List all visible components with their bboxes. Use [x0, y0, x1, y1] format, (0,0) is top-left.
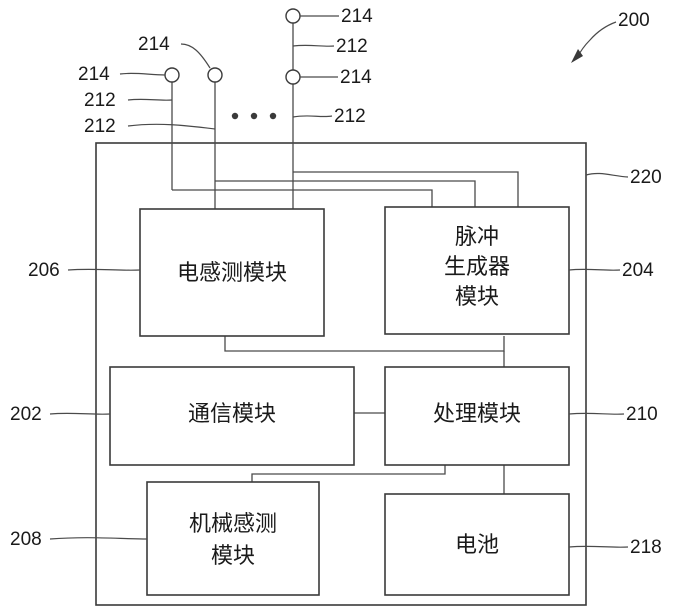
label-mid-terminal: 214 [138, 34, 170, 55]
device-housing [95, 142, 587, 606]
module-communication: 通信模块 [109, 366, 355, 466]
ellipsis-dot-2 [250, 112, 258, 120]
internal-wiring [224, 336, 505, 494]
leader-right-lead [292, 115, 333, 118]
wire-sensing-to-pulse [224, 336, 505, 352]
electrode-terminal-a-mid [285, 69, 301, 85]
module-mechanical-sensing: 机械感测 模块 [146, 481, 320, 596]
electrode-terminal-b [207, 67, 223, 83]
ref-mechanical-sensing: 208 [10, 529, 42, 550]
electrical-sensing-box [139, 208, 325, 337]
leader-mechanical-sensing [49, 537, 148, 540]
figure-reference: 200 [571, 10, 650, 63]
module-references: 206 204 202 210 208 218 [10, 260, 662, 558]
figure-ref-arrowhead [571, 49, 583, 63]
figure-ref-arrow [576, 21, 617, 59]
electrical-sensing-label: 电感测模块 [177, 261, 287, 286]
housing-ref-label: 220 [630, 167, 662, 188]
housing-reference: 220 [585, 167, 662, 188]
leader-pulse-generator [568, 268, 621, 271]
ref-electrical-sensing: 206 [28, 260, 60, 281]
ellipsis-dot-3 [269, 112, 277, 120]
pulse-generator-label-line3: 模块 [455, 285, 499, 310]
leader-electrical-sensing [67, 268, 141, 271]
pulse-generator-label-line1: 脉冲 [455, 225, 499, 250]
leader-communication [49, 412, 111, 415]
ellipsis-dot-1 [231, 112, 239, 120]
pulse-generator-label-line2: 生成器 [444, 255, 510, 280]
module-pulse-generator: 脉冲 生成器 模块 [384, 206, 570, 335]
leader-mid-terminal [180, 43, 211, 69]
leader-battery [568, 545, 629, 548]
label-top-right-lead: 212 [336, 36, 368, 57]
mechanical-sensing-label-line1: 机械感测 [189, 512, 277, 537]
leader-left-terminal [119, 72, 166, 76]
figure-ref-label: 200 [618, 10, 650, 31]
leader-processing [568, 412, 625, 415]
electrode-terminal-a-top [285, 8, 301, 24]
leader-left-lead-lower [127, 123, 216, 130]
mechanical-sensing-label-line2: 模块 [211, 544, 255, 569]
battery-box [384, 493, 570, 596]
wire-route-inner [172, 189, 433, 207]
communication-label: 通信模块 [188, 402, 276, 427]
leader-left-lead-upper [127, 98, 173, 101]
label-left-terminal: 214 [78, 64, 110, 85]
ref-battery: 218 [630, 537, 662, 558]
ref-pulse-generator: 204 [622, 260, 654, 281]
wire-mechanical-to-processing [251, 465, 446, 482]
electrode-leads [164, 8, 519, 209]
ref-communication: 202 [10, 404, 42, 425]
leader-top-right-lead [292, 44, 335, 47]
mechanical-sensing-box [146, 481, 320, 596]
communication-box [109, 366, 355, 466]
housing-ref-leader [585, 172, 629, 178]
wire-route-middle [215, 180, 476, 207]
processing-box [384, 366, 570, 466]
processing-label: 处理模块 [433, 402, 521, 427]
module-electrical-sensing: 电感测模块 [139, 208, 325, 337]
label-right-lead: 212 [334, 106, 366, 127]
ref-processing: 210 [626, 404, 658, 425]
label-top-right-terminal: 214 [341, 6, 373, 27]
label-left-lead-upper: 212 [84, 90, 116, 111]
electrode-terminal-c [164, 67, 180, 83]
module-battery: 电池 [384, 493, 570, 596]
battery-label: 电池 [455, 533, 499, 558]
label-right-terminal: 214 [340, 67, 372, 88]
label-left-lead-lower: 212 [84, 116, 116, 137]
module-processing: 处理模块 [384, 366, 570, 466]
pulse-generator-box [384, 206, 570, 335]
electrode-references: 214 212 214 212 214 214 212 212 [78, 6, 373, 137]
wire-route-outer [293, 171, 519, 207]
